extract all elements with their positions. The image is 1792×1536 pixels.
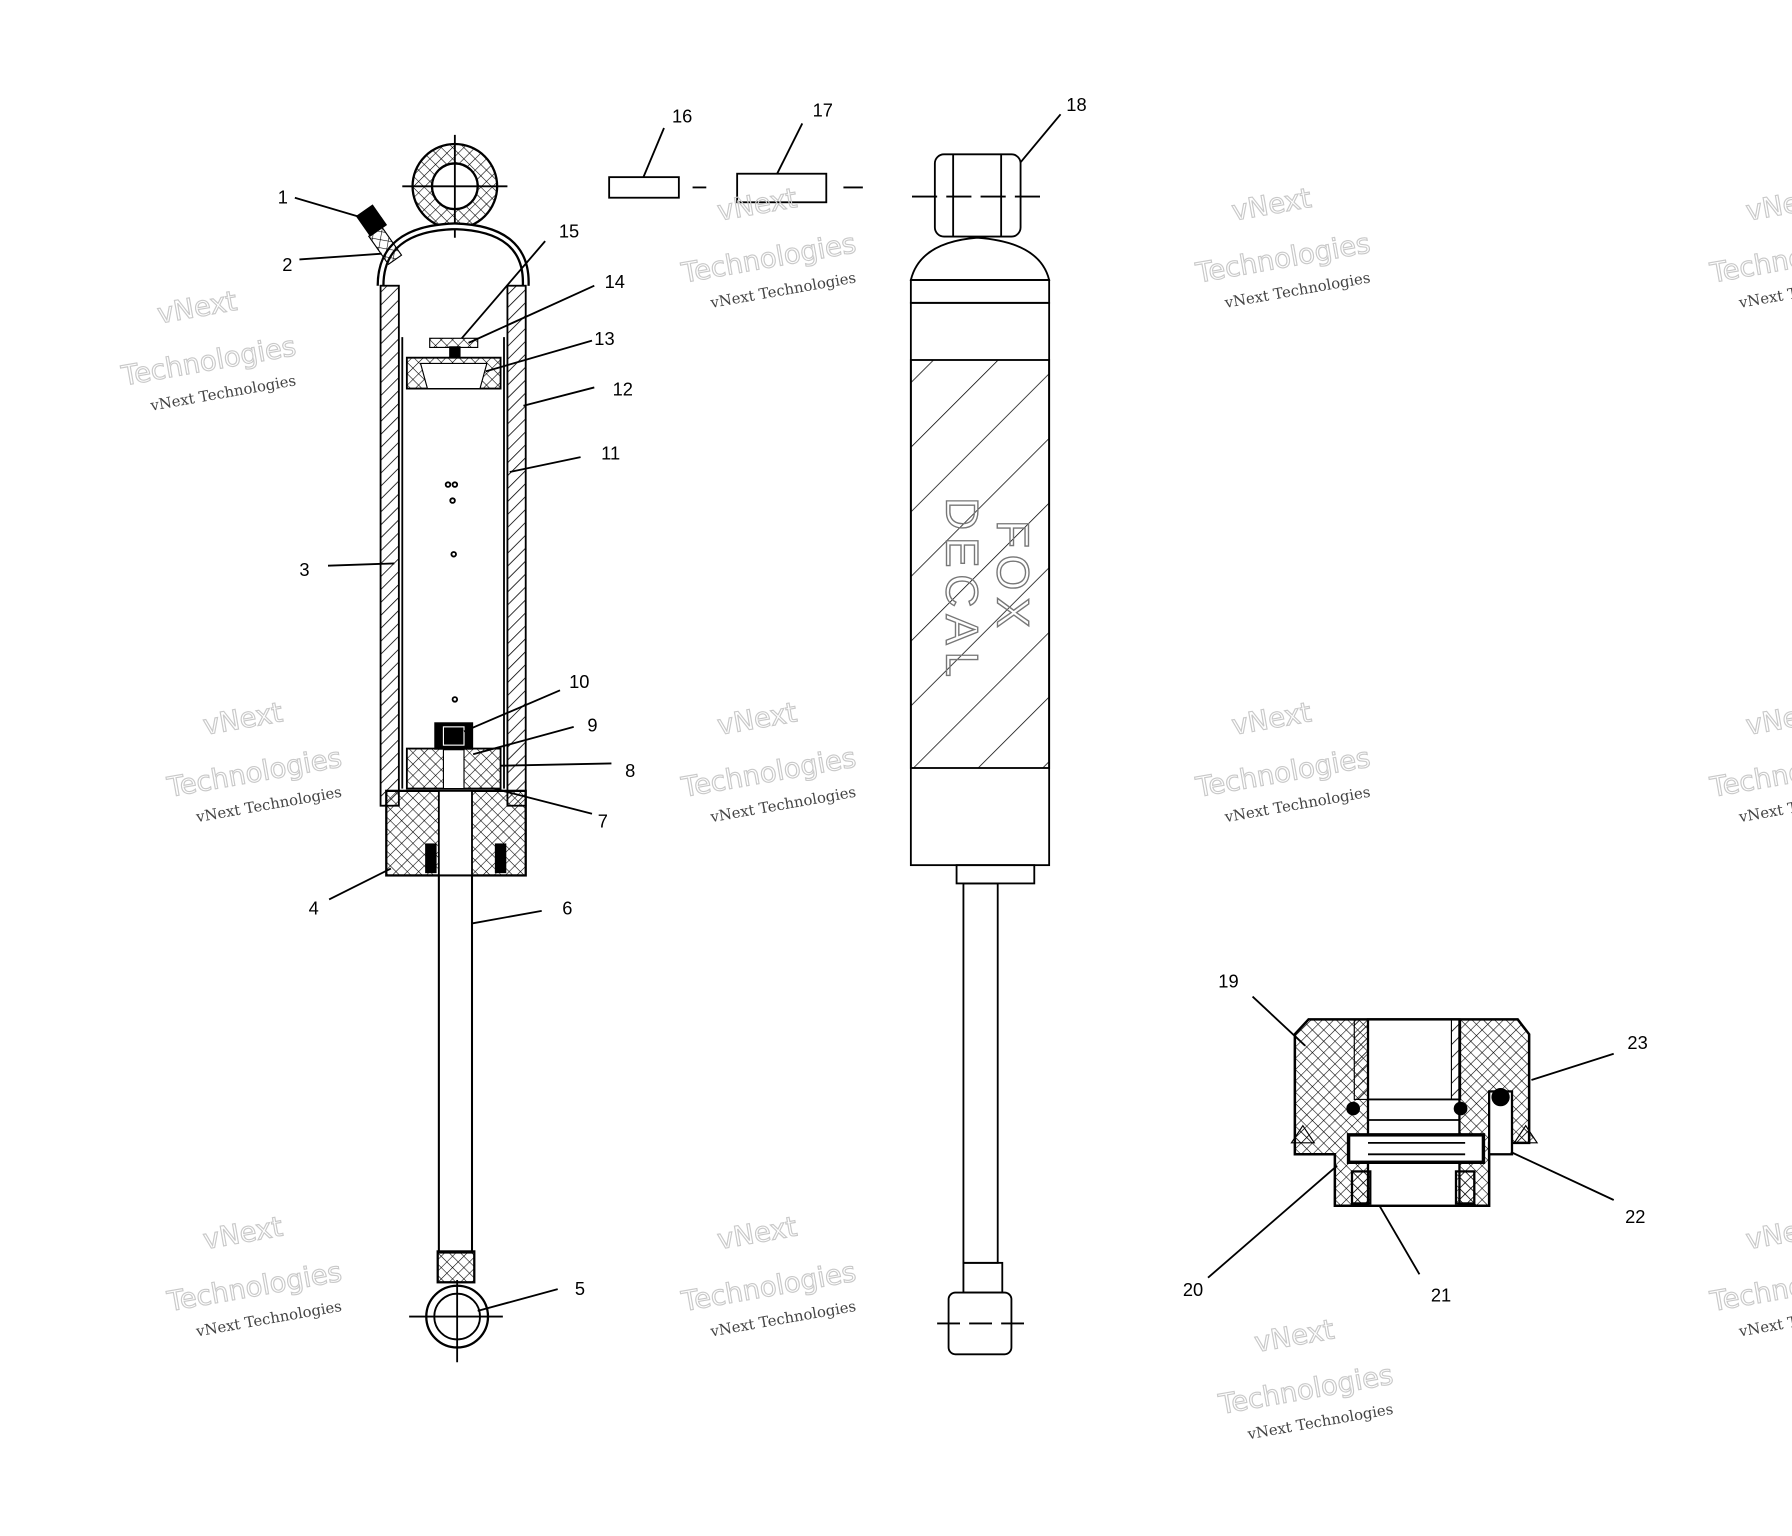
callout-16: 16 <box>672 105 692 126</box>
callout-23: 23 <box>1627 1032 1647 1053</box>
fox-decal <box>909 359 1051 769</box>
watermark-big1: vNext <box>155 286 239 330</box>
decal-text-line1: FOX <box>988 520 1039 635</box>
callout-labels: 1 2 3 4 5 6 7 8 9 10 11 12 13 14 15 16 1… <box>278 94 1648 1306</box>
callout-14: 14 <box>605 271 625 292</box>
callout-9: 9 <box>587 714 597 735</box>
watermark-big1: vNext <box>201 1212 285 1256</box>
watermark-big1: vNext <box>1229 697 1313 741</box>
callout-8: 8 <box>625 760 635 781</box>
external-shock: FOX DECAL <box>909 153 1051 1356</box>
watermark-big2: Technologies <box>1707 1257 1792 1318</box>
callout-13: 13 <box>594 328 614 349</box>
callout-1: 1 <box>278 186 288 207</box>
callout-18: 18 <box>1066 94 1086 115</box>
sectioned-shock <box>355 134 530 1363</box>
decal-text-line2: DECAL <box>936 497 987 684</box>
watermark-big1: vNext <box>715 697 799 741</box>
watermark-big1: vNext <box>1229 183 1313 227</box>
watermark-big1: vNext <box>715 183 799 227</box>
callout-4: 4 <box>309 897 319 918</box>
watermark-big2: Technologies <box>1707 228 1792 289</box>
callout-12: 12 <box>613 378 633 399</box>
watermark-big2: Technologies <box>1707 743 1792 804</box>
callout-6: 6 <box>562 897 572 918</box>
callout-2: 2 <box>282 254 292 275</box>
watermark-big1: vNext <box>1744 697 1792 741</box>
watermark-big1: vNext <box>1744 1212 1792 1256</box>
watermark-big1: vNext <box>201 697 285 741</box>
callout-22: 22 <box>1625 1206 1645 1227</box>
callout-21: 21 <box>1431 1285 1451 1306</box>
seal-head-detail <box>1290 1018 1539 1207</box>
callout-5: 5 <box>575 1278 585 1299</box>
part-17-bumper <box>736 172 828 204</box>
watermark-big1: vNext <box>715 1212 799 1256</box>
leader-lines <box>294 113 1615 1312</box>
watermark-big1: vNext <box>1744 183 1792 227</box>
watermark-big1: vNext <box>1252 1314 1336 1358</box>
callout-19: 19 <box>1218 970 1238 991</box>
air-valve <box>355 204 403 266</box>
part-16-bumper <box>608 176 680 199</box>
callout-11: 11 <box>601 442 620 463</box>
callout-17: 17 <box>813 100 833 121</box>
callout-15: 15 <box>559 221 579 242</box>
callout-20: 20 <box>1183 1279 1203 1300</box>
callout-10: 10 <box>569 671 589 692</box>
callout-3: 3 <box>299 559 309 580</box>
callout-7: 7 <box>598 810 608 831</box>
